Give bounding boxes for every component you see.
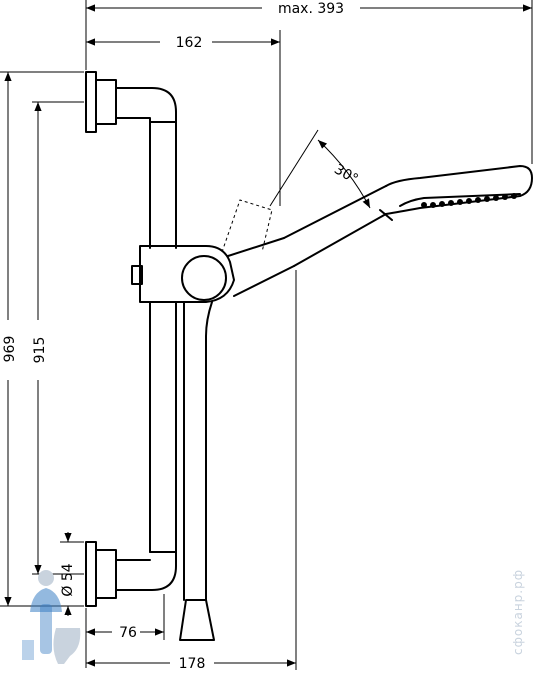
handshower-tilt-position — [221, 199, 273, 253]
shower-hose — [179, 301, 215, 641]
dim-angle-arc — [317, 139, 371, 209]
handshower-head — [385, 165, 533, 215]
watermark-text: сфоканр.рф — [511, 569, 525, 655]
top-wall-flange — [95, 79, 117, 125]
slider-knob — [181, 255, 227, 301]
bottom-wall-flange — [95, 549, 117, 599]
dim-bar-height-label: 915 — [32, 337, 48, 364]
tilt-leader-line — [269, 129, 319, 207]
dim-offset-label: 162 — [176, 35, 203, 51]
dim-max-width-label: max. 393 — [278, 1, 344, 17]
rail-lower-section — [115, 301, 177, 591]
top-wall-rosette — [85, 71, 97, 133]
dim-total-height-label: 969 — [2, 336, 18, 363]
dim-angle-label: 30° — [331, 161, 361, 187]
handshower-neck-mark — [379, 209, 393, 221]
hose-connector — [179, 599, 215, 641]
slider-holder — [131, 237, 295, 303]
shower-rail — [85, 71, 177, 607]
bottom-wall-rosette — [85, 541, 97, 607]
handshower — [221, 129, 533, 267]
handshower-spray-face — [399, 193, 521, 207]
rail-top-arm — [115, 87, 177, 249]
holder-arm — [227, 237, 295, 297]
dim-hose-offset-label: 178 — [179, 656, 206, 672]
plumber-logo-icon — [22, 570, 81, 664]
slider-button — [131, 265, 143, 285]
dim-wall-offset-label: 76 — [119, 625, 137, 641]
watermark: сфоканр.рф — [22, 569, 525, 664]
hose-outline — [183, 301, 213, 601]
handshower-nozzles — [421, 193, 517, 208]
dim-diameter-label: Ø 54 — [60, 563, 76, 596]
slider-body — [139, 245, 235, 303]
handshower-handle — [283, 185, 387, 267]
